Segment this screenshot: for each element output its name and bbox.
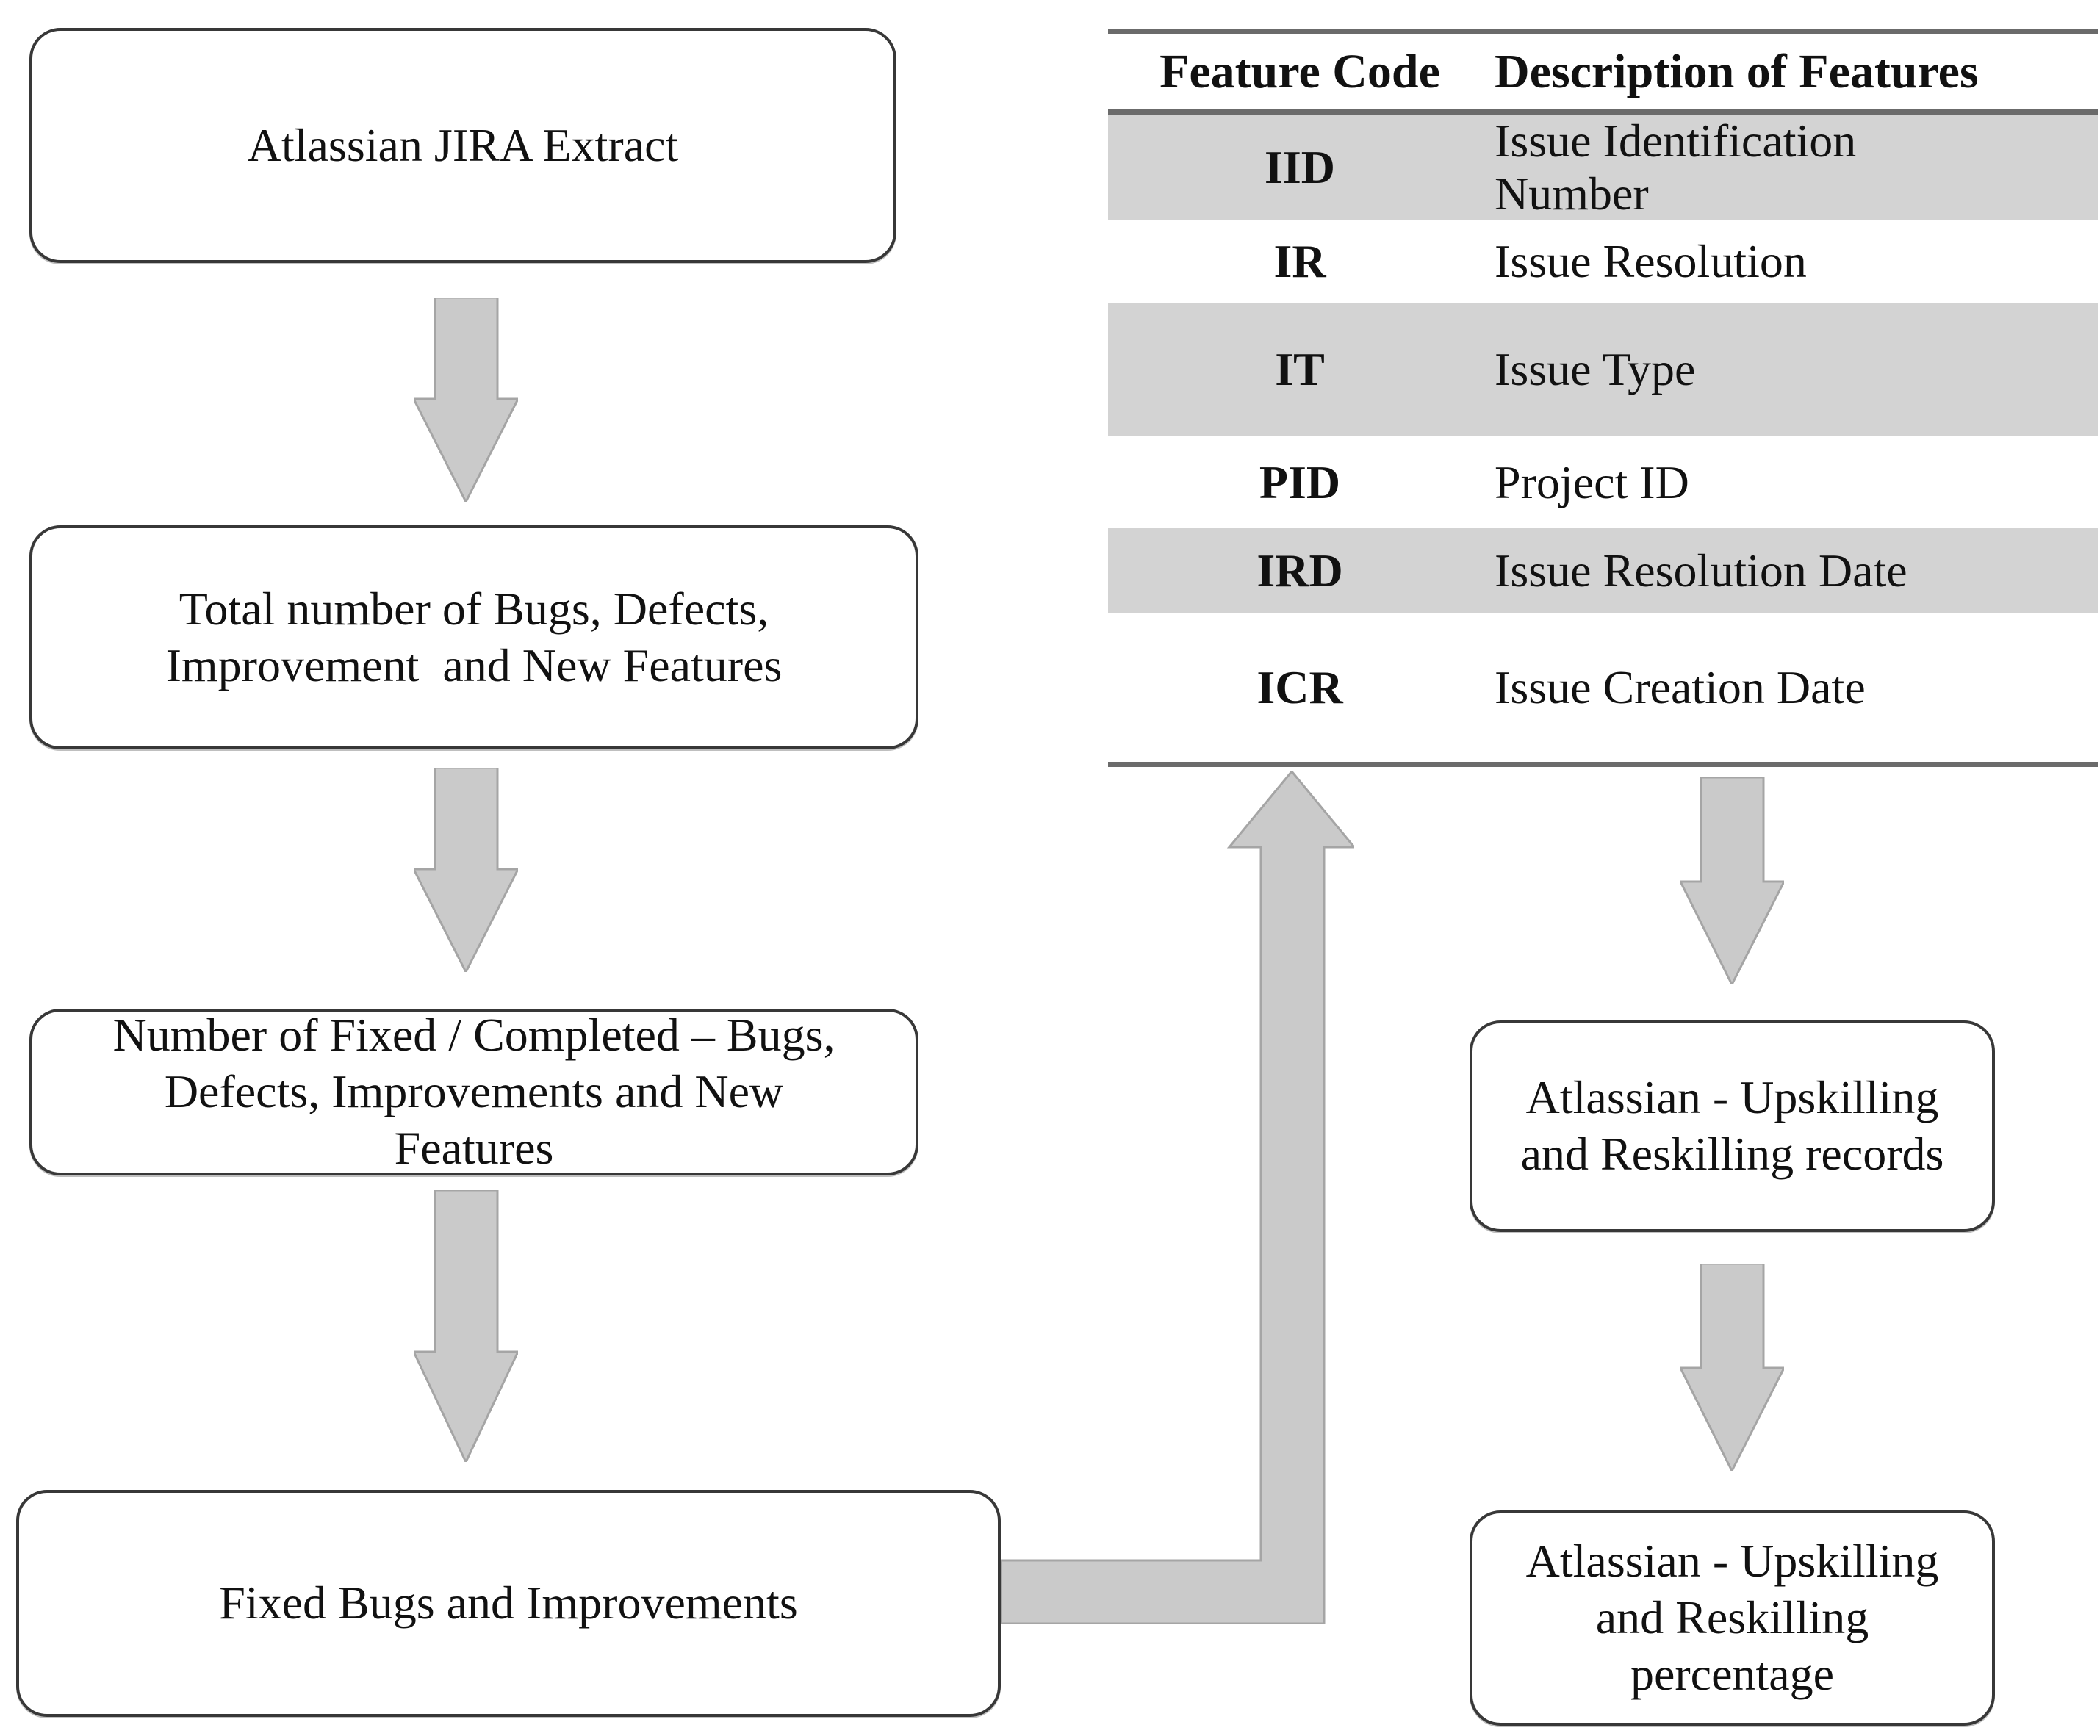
table-row: ICR Issue Creation Date	[1108, 613, 2098, 762]
flow-arrow-up-icon	[1001, 771, 1354, 1624]
table-row: IR Issue Resolution	[1108, 220, 2098, 303]
flow-arrow-down-icon	[414, 768, 518, 972]
flow-box-label: Atlassian JIRA Extract	[247, 118, 679, 171]
table-header-feature-code: Feature Code	[1159, 44, 1440, 98]
flow-box-upskilling-records: Atlassian - Upskilling and Reskilling re…	[1470, 1020, 1995, 1232]
table-row: IID Issue Identification Number	[1108, 115, 2098, 220]
feature-description-cell: Issue Resolution Date	[1495, 544, 1907, 597]
flow-arrow-down-icon	[414, 1190, 518, 1462]
feature-description-cell: Issue Identification Number	[1495, 114, 1857, 220]
flow-box-number-fixed: Number of Fixed / Completed – Bugs, Defe…	[29, 1009, 918, 1175]
flow-box-upskilling-percentage: Atlassian - Upskilling and Reskilling pe…	[1470, 1510, 1995, 1726]
feature-description-cell: Project ID	[1495, 455, 1689, 508]
flow-box-total-number: Total number of Bugs, Defects, Improveme…	[29, 525, 918, 749]
feature-code-cell: ICR	[1256, 660, 1343, 713]
feature-description-cell: Issue Type	[1495, 343, 1696, 396]
flow-arrow-down-icon	[414, 298, 518, 502]
feature-code-cell: IT	[1275, 343, 1325, 395]
table-rule-bottom	[1108, 762, 2098, 767]
flow-arrow-down-icon	[1680, 1264, 1784, 1471]
flow-box-label: Number of Fixed / Completed – Bugs, Defe…	[112, 1009, 835, 1174]
feature-code-cell: IID	[1264, 140, 1336, 193]
feature-code-cell: IRD	[1256, 544, 1343, 597]
table-row: IT Issue Type	[1108, 303, 2098, 436]
table-row: IRD Issue Resolution Date	[1108, 528, 2098, 613]
feature-code-cell: PID	[1259, 455, 1341, 508]
flow-box-label: Atlassian - Upskilling and Reskilling pe…	[1525, 1535, 1939, 1700]
table-header-description: Description of Features	[1495, 44, 1979, 98]
table-rule-top	[1108, 29, 2098, 34]
flow-arrow-down-icon	[1680, 777, 1784, 984]
flow-box-label: Atlassian - Upskilling and Reskilling re…	[1520, 1071, 1944, 1180]
feature-description-cell: Issue Resolution	[1495, 234, 1807, 287]
flow-box-label: Total number of Bugs, Defects, Improveme…	[165, 582, 783, 691]
flow-box-label: Fixed Bugs and Improvements	[219, 1577, 798, 1629]
feature-description-cell: Issue Creation Date	[1495, 660, 1866, 713]
table-rule-header	[1108, 109, 2098, 115]
table-header-row: Feature Code Description of Features	[1108, 34, 2098, 109]
feature-table: Feature Code Description of Features IID…	[1108, 29, 2098, 767]
flow-box-jira-extract: Atlassian JIRA Extract	[29, 28, 896, 263]
flow-box-fixed-bugs: Fixed Bugs and Improvements	[16, 1490, 1001, 1717]
feature-code-cell: IR	[1273, 234, 1326, 287]
table-row: PID Project ID	[1108, 436, 2098, 528]
